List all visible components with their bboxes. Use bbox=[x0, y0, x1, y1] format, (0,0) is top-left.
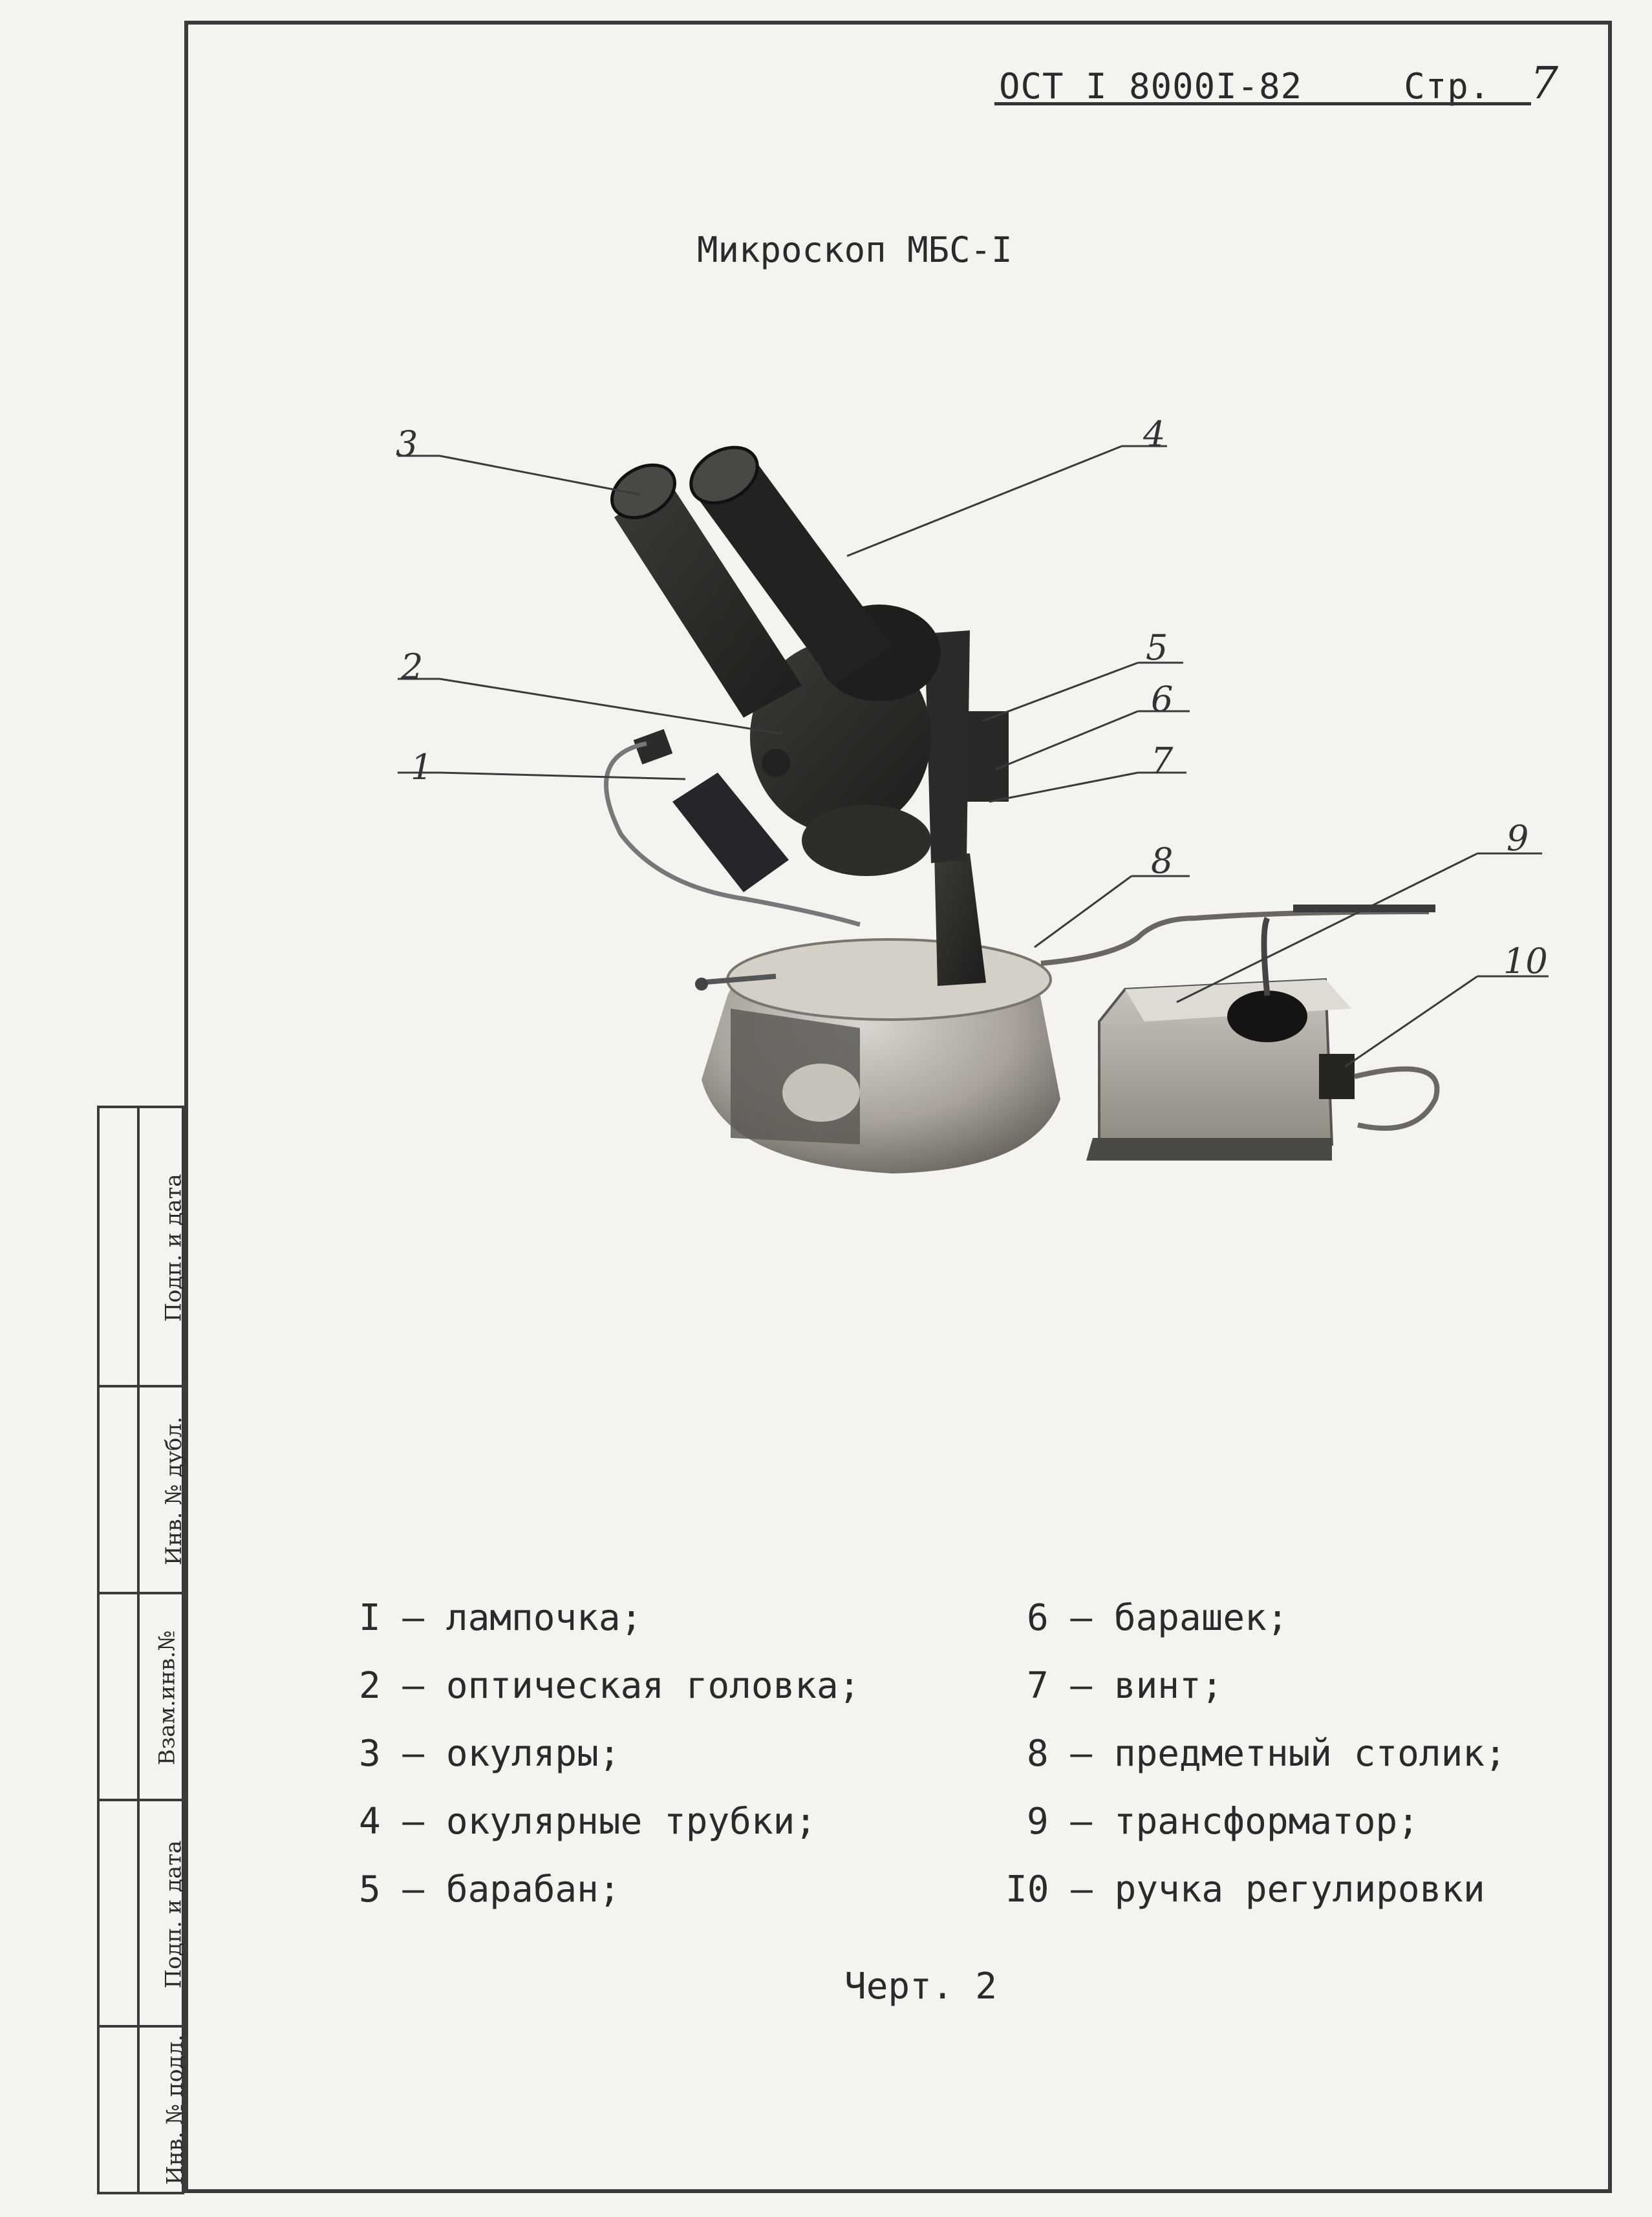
microscope-pillar bbox=[925, 630, 986, 986]
stamp-cell: Подп. и дата bbox=[100, 1801, 187, 2028]
stamp-cell: Инв. № подл. bbox=[100, 2028, 188, 2192]
figure-title: Микроскоп МБС-I bbox=[697, 230, 1013, 270]
lamp bbox=[604, 729, 861, 927]
stamp-label: Взам.инв.№ bbox=[154, 1630, 180, 1766]
stamp-label: Подп. и дата bbox=[160, 1173, 187, 1322]
figure-caption: Черт. 2 bbox=[844, 1965, 998, 2008]
callout-6: 6 bbox=[1151, 679, 1174, 720]
document-header: ОСТ I 8000I-82 Стр. 7 bbox=[999, 58, 1559, 109]
stamp-cell: Инв. № дубл. bbox=[100, 1387, 187, 1594]
legend-item: I – лампочка; bbox=[359, 1597, 643, 1639]
legend-item: 5 – барабан; bbox=[359, 1869, 621, 1911]
legend-item: 2 – оптическая головка; bbox=[359, 1665, 861, 1707]
callout-2: 2 bbox=[401, 647, 424, 687]
page-frame bbox=[184, 21, 1612, 2193]
microscope-base bbox=[695, 938, 1060, 1173]
stamp-label: Инв. № дубл. bbox=[160, 1417, 187, 1565]
callout-1: 1 bbox=[411, 747, 433, 787]
doc-code: ОСТ I 8000I-82 bbox=[999, 66, 1303, 107]
stamp-label: Инв. № подл. bbox=[162, 2034, 188, 2185]
legend-item: 6 – барашек; bbox=[1027, 1597, 1289, 1639]
header-underline bbox=[994, 102, 1531, 105]
legend-item: 4 – окулярные трубки; bbox=[359, 1801, 817, 1843]
callout-8: 8 bbox=[1151, 841, 1174, 881]
callout-4: 4 bbox=[1143, 414, 1166, 455]
eyepiece-tubes bbox=[610, 445, 892, 718]
callout-10: 10 bbox=[1503, 941, 1548, 981]
stamp-cell: Подп. и дата bbox=[100, 1108, 187, 1387]
page-number: 7 bbox=[1530, 58, 1560, 109]
callout-3: 3 bbox=[396, 423, 418, 464]
legend-item: 7 – винт; bbox=[1027, 1665, 1223, 1707]
callout-9: 9 bbox=[1507, 818, 1529, 859]
page-label: Стр. bbox=[1404, 66, 1491, 107]
callout-lines bbox=[398, 445, 1549, 1068]
power-cable bbox=[1040, 909, 1430, 966]
stamp-cell: Взам.инв.№ bbox=[100, 1594, 182, 1801]
transformer-box bbox=[1086, 916, 1440, 1161]
stamp-label-column bbox=[100, 1108, 140, 2192]
legend-item: 8 – предметный столик; bbox=[1027, 1733, 1507, 1775]
legend-item: 9 – трансформатор; bbox=[1027, 1801, 1419, 1843]
callout-7: 7 bbox=[1151, 740, 1174, 781]
side-stamp: Подп. и дата Инв. № дубл. Взам.инв.№ Под… bbox=[97, 1106, 188, 2194]
legend-item: 3 – окуляры; bbox=[359, 1733, 621, 1775]
legend-item: I0 – ручка регулировки bbox=[1005, 1869, 1485, 1911]
callout-5: 5 bbox=[1146, 627, 1168, 668]
stamp-label: Подп. и дата bbox=[160, 1840, 187, 1989]
